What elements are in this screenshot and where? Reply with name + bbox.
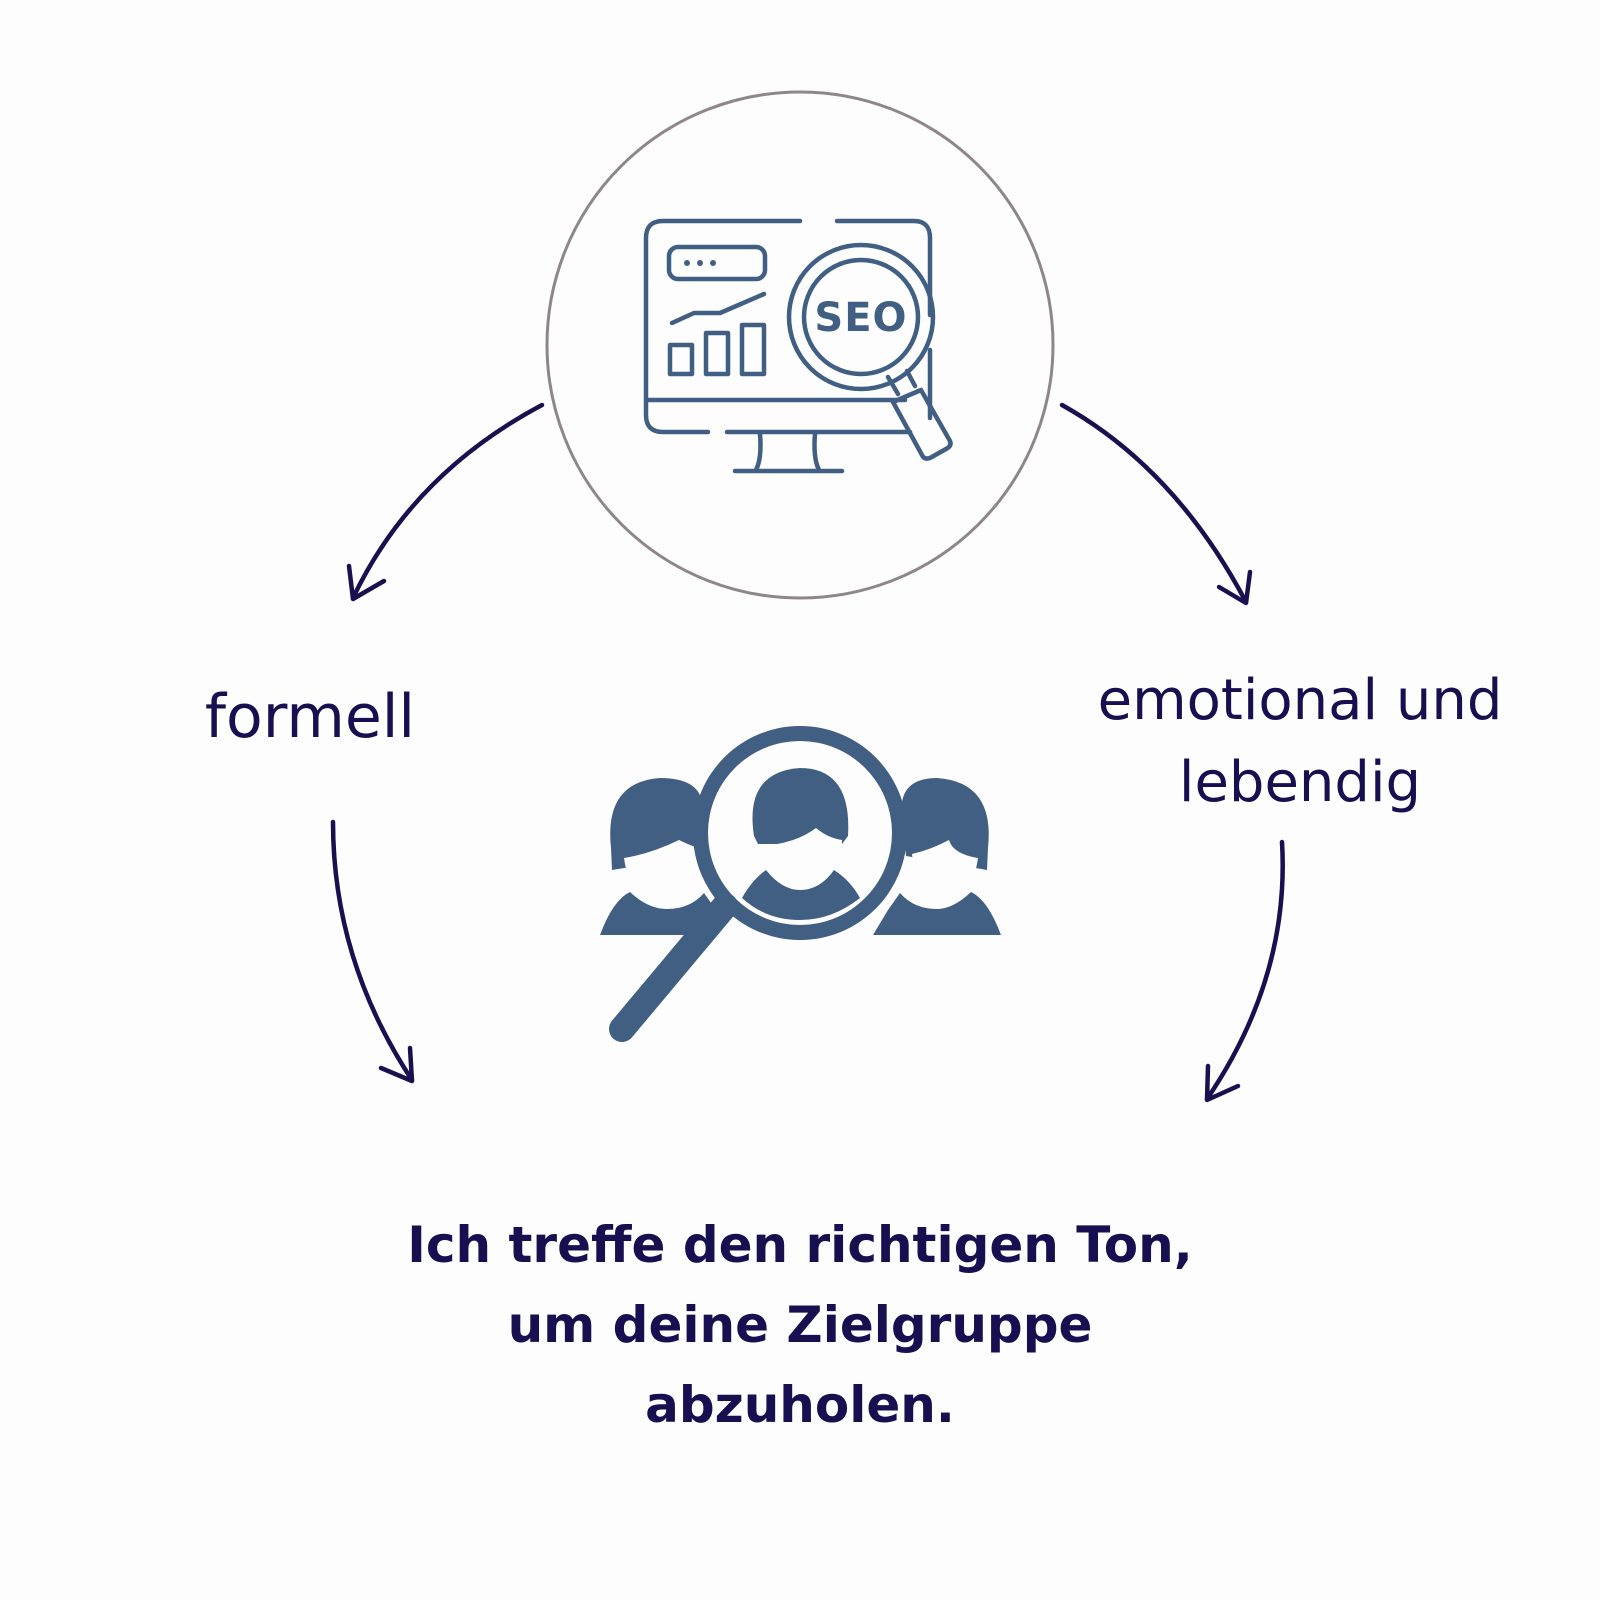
- branch-right-label-line-1: emotional und: [1097, 668, 1503, 733]
- right-person-face: [912, 840, 978, 902]
- branch-right-label-line-2: lebendig: [1178, 750, 1422, 815]
- branch-left-label: formell: [204, 682, 416, 752]
- magnifier-neck: [885, 368, 918, 397]
- monitor-frame-right: [834, 218, 933, 318]
- caption: Ich treffe den richtigen Ton, um deine Z…: [300, 1205, 1300, 1445]
- caption-line-3: abzuholen.: [645, 1376, 955, 1434]
- arrow-left-down: [330, 819, 415, 1083]
- magnifier-outer: [786, 242, 936, 392]
- bar-3: [739, 322, 767, 377]
- arrow-right-down: [1204, 839, 1285, 1102]
- address-bar: [666, 244, 768, 282]
- arrow-top-right: [1059, 402, 1249, 605]
- dots: [684, 260, 716, 266]
- arrow-left-down-head: [378, 1045, 415, 1084]
- magnifier-handle: [890, 387, 953, 461]
- right-person-hair: [902, 778, 989, 870]
- seo-monitor-magnifier-icon: [643, 218, 953, 474]
- monitor-neck: [753, 431, 822, 473]
- seo-badge: SEO: [814, 295, 907, 341]
- arrow-top-left: [350, 402, 545, 601]
- branch-right-label: emotional und lebendig: [1060, 660, 1540, 824]
- audience-search-icon: [600, 726, 1001, 1042]
- center-person-hair: [752, 768, 849, 844]
- right-person-body: [873, 892, 1001, 935]
- caption-line-1: Ich treffe den richtigen Ton,: [407, 1216, 1193, 1274]
- magnifier-inner: [801, 257, 921, 377]
- caption-line-2: um deine Zielgruppe: [507, 1296, 1093, 1354]
- left-person-face: [624, 840, 712, 902]
- seo-circle: [545, 90, 1055, 600]
- arrow-top-right-head: [1216, 569, 1253, 606]
- left-person-body: [600, 892, 716, 935]
- arrow-top-left-head: [346, 563, 387, 602]
- center-magnifier-handle: [609, 893, 738, 1042]
- center-person-body: [742, 870, 860, 920]
- bar-2: [703, 330, 731, 377]
- monitor-frame: [643, 218, 803, 435]
- arrows: [330, 402, 1285, 1103]
- arrow-right-down-head: [1204, 1063, 1241, 1103]
- trend-line: [669, 291, 767, 326]
- center-person-face: [760, 828, 842, 884]
- bar-1: [667, 342, 695, 377]
